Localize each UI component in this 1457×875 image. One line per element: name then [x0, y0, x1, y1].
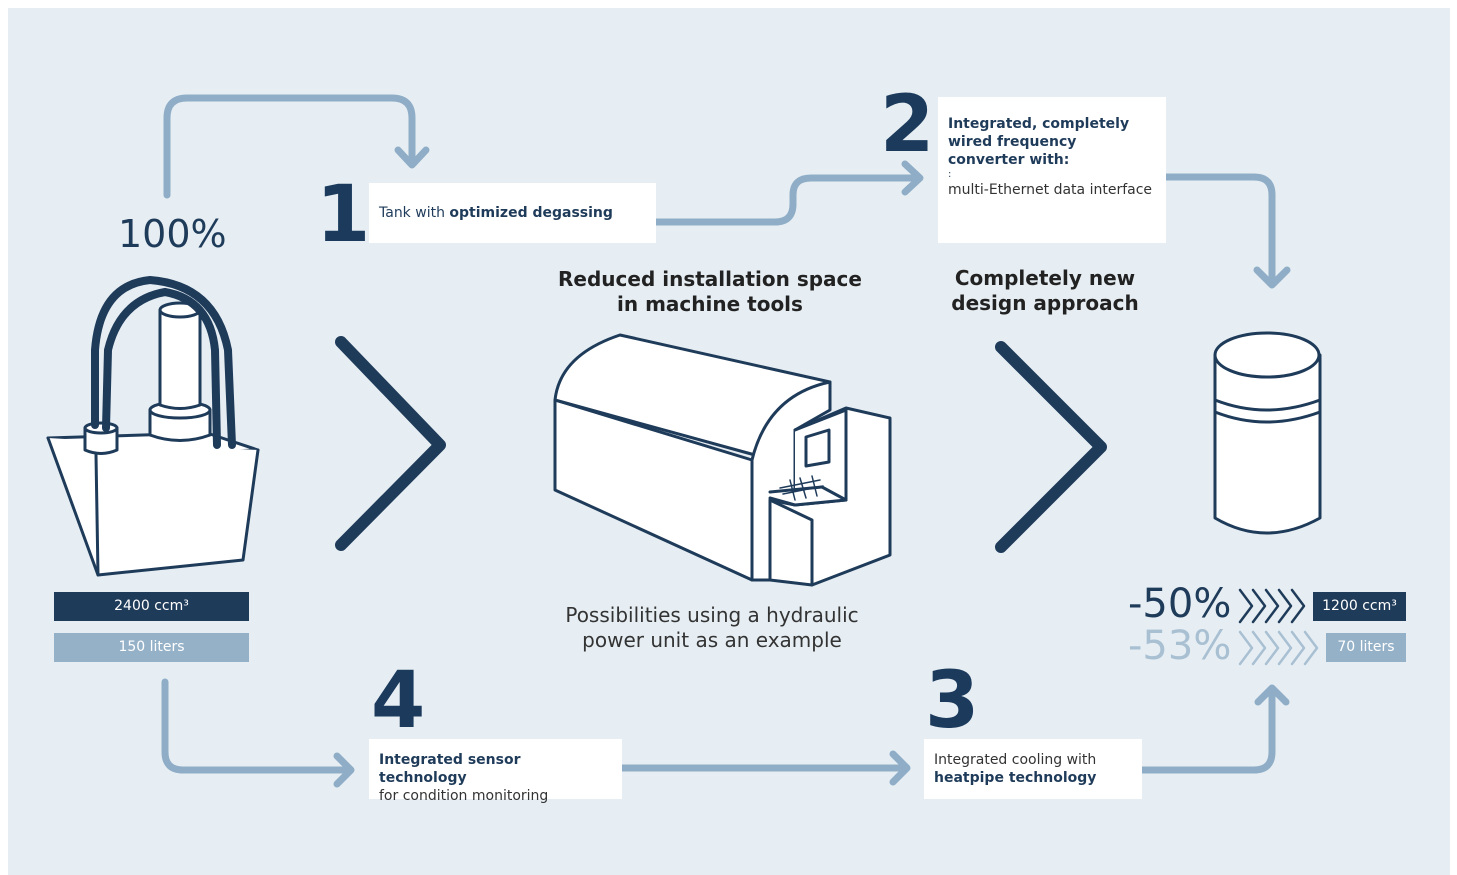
step3-text-bold: heatpipe technology	[934, 770, 1097, 786]
center-caption-line-2: power unit as an example	[582, 628, 842, 652]
arrow-result-head	[1253, 266, 1291, 289]
chevrons-volume-icon	[1238, 588, 1306, 624]
step1-box: Tank with optimized degassing	[369, 183, 656, 243]
center-heading-line-1: Reduced installation space	[558, 267, 862, 291]
old-tank-unit-icon	[46, 276, 260, 577]
new-liters-bar: 70 liters	[1326, 633, 1406, 662]
arrow-result-up-head	[1254, 684, 1290, 706]
center-caption: Possibilities using a hydraulic power un…	[532, 603, 892, 653]
step-number-2: 2	[880, 80, 935, 170]
step2-box: Integrated, completely wired frequency c…	[938, 97, 1166, 243]
arrow-step4-head	[333, 752, 355, 788]
start-percent: 100%	[118, 212, 227, 256]
compact-unit-icon	[1213, 331, 1322, 535]
liters-reduction: -53%	[1128, 623, 1232, 669]
center-caption-line-1: Possibilities using a hydraulic	[565, 603, 859, 627]
right-heading-line-1: Completely new	[954, 266, 1136, 290]
arrow-step3-head	[889, 750, 911, 786]
arrow-step1-head	[394, 146, 430, 169]
arrow-start-to-step4	[161, 678, 354, 774]
flow-arrows	[161, 94, 1291, 788]
right-heading-line-2: design approach	[951, 291, 1139, 315]
step2-bullet: :	[948, 169, 952, 180]
old-liters-bar: 150 liters	[54, 633, 249, 662]
center-heading: Reduced installation space in machine to…	[550, 267, 870, 317]
right-heading: Completely new design approach	[920, 266, 1170, 316]
chevron-left-icon	[335, 336, 446, 551]
volume-reduction: -50%	[1128, 581, 1232, 627]
arrow-start-to-step1	[163, 94, 416, 199]
step1-text-plain: Tank with	[379, 205, 450, 221]
step4-box: Integrated sensor technology for conditi…	[369, 739, 622, 804]
step3-text-plain: Integrated cooling with	[934, 752, 1097, 768]
step-number-1: 1	[316, 170, 371, 260]
arrow-step1-to-step2	[652, 174, 922, 226]
chevrons-liters-icon	[1238, 630, 1319, 666]
arrow-step3-to-result	[1138, 686, 1276, 774]
center-heading-line-2: in machine tools	[617, 292, 803, 316]
step2-detail: multi-Ethernet data interface	[948, 182, 1153, 198]
new-volume-bar: 1200 ccm³	[1313, 592, 1406, 621]
step-number-3: 3	[925, 656, 980, 746]
machine-tool-icon	[553, 333, 892, 587]
step4-text-bold: Integrated sensor technology	[379, 752, 521, 786]
step4-text-plain: for condition monitoring	[379, 788, 549, 804]
chevron-right-icon	[995, 341, 1107, 553]
arrow-step2-to-result	[1162, 173, 1276, 286]
arrow-step2-head	[901, 160, 924, 196]
step1-text-bold: optimized degassing	[449, 205, 613, 221]
old-volume-bar: 2400 ccm³	[54, 592, 249, 621]
step-number-4: 4	[371, 656, 426, 746]
step3-box: Integrated cooling with heatpipe technol…	[924, 739, 1142, 799]
step2-title: Integrated, completely wired frequency c…	[948, 116, 1130, 168]
